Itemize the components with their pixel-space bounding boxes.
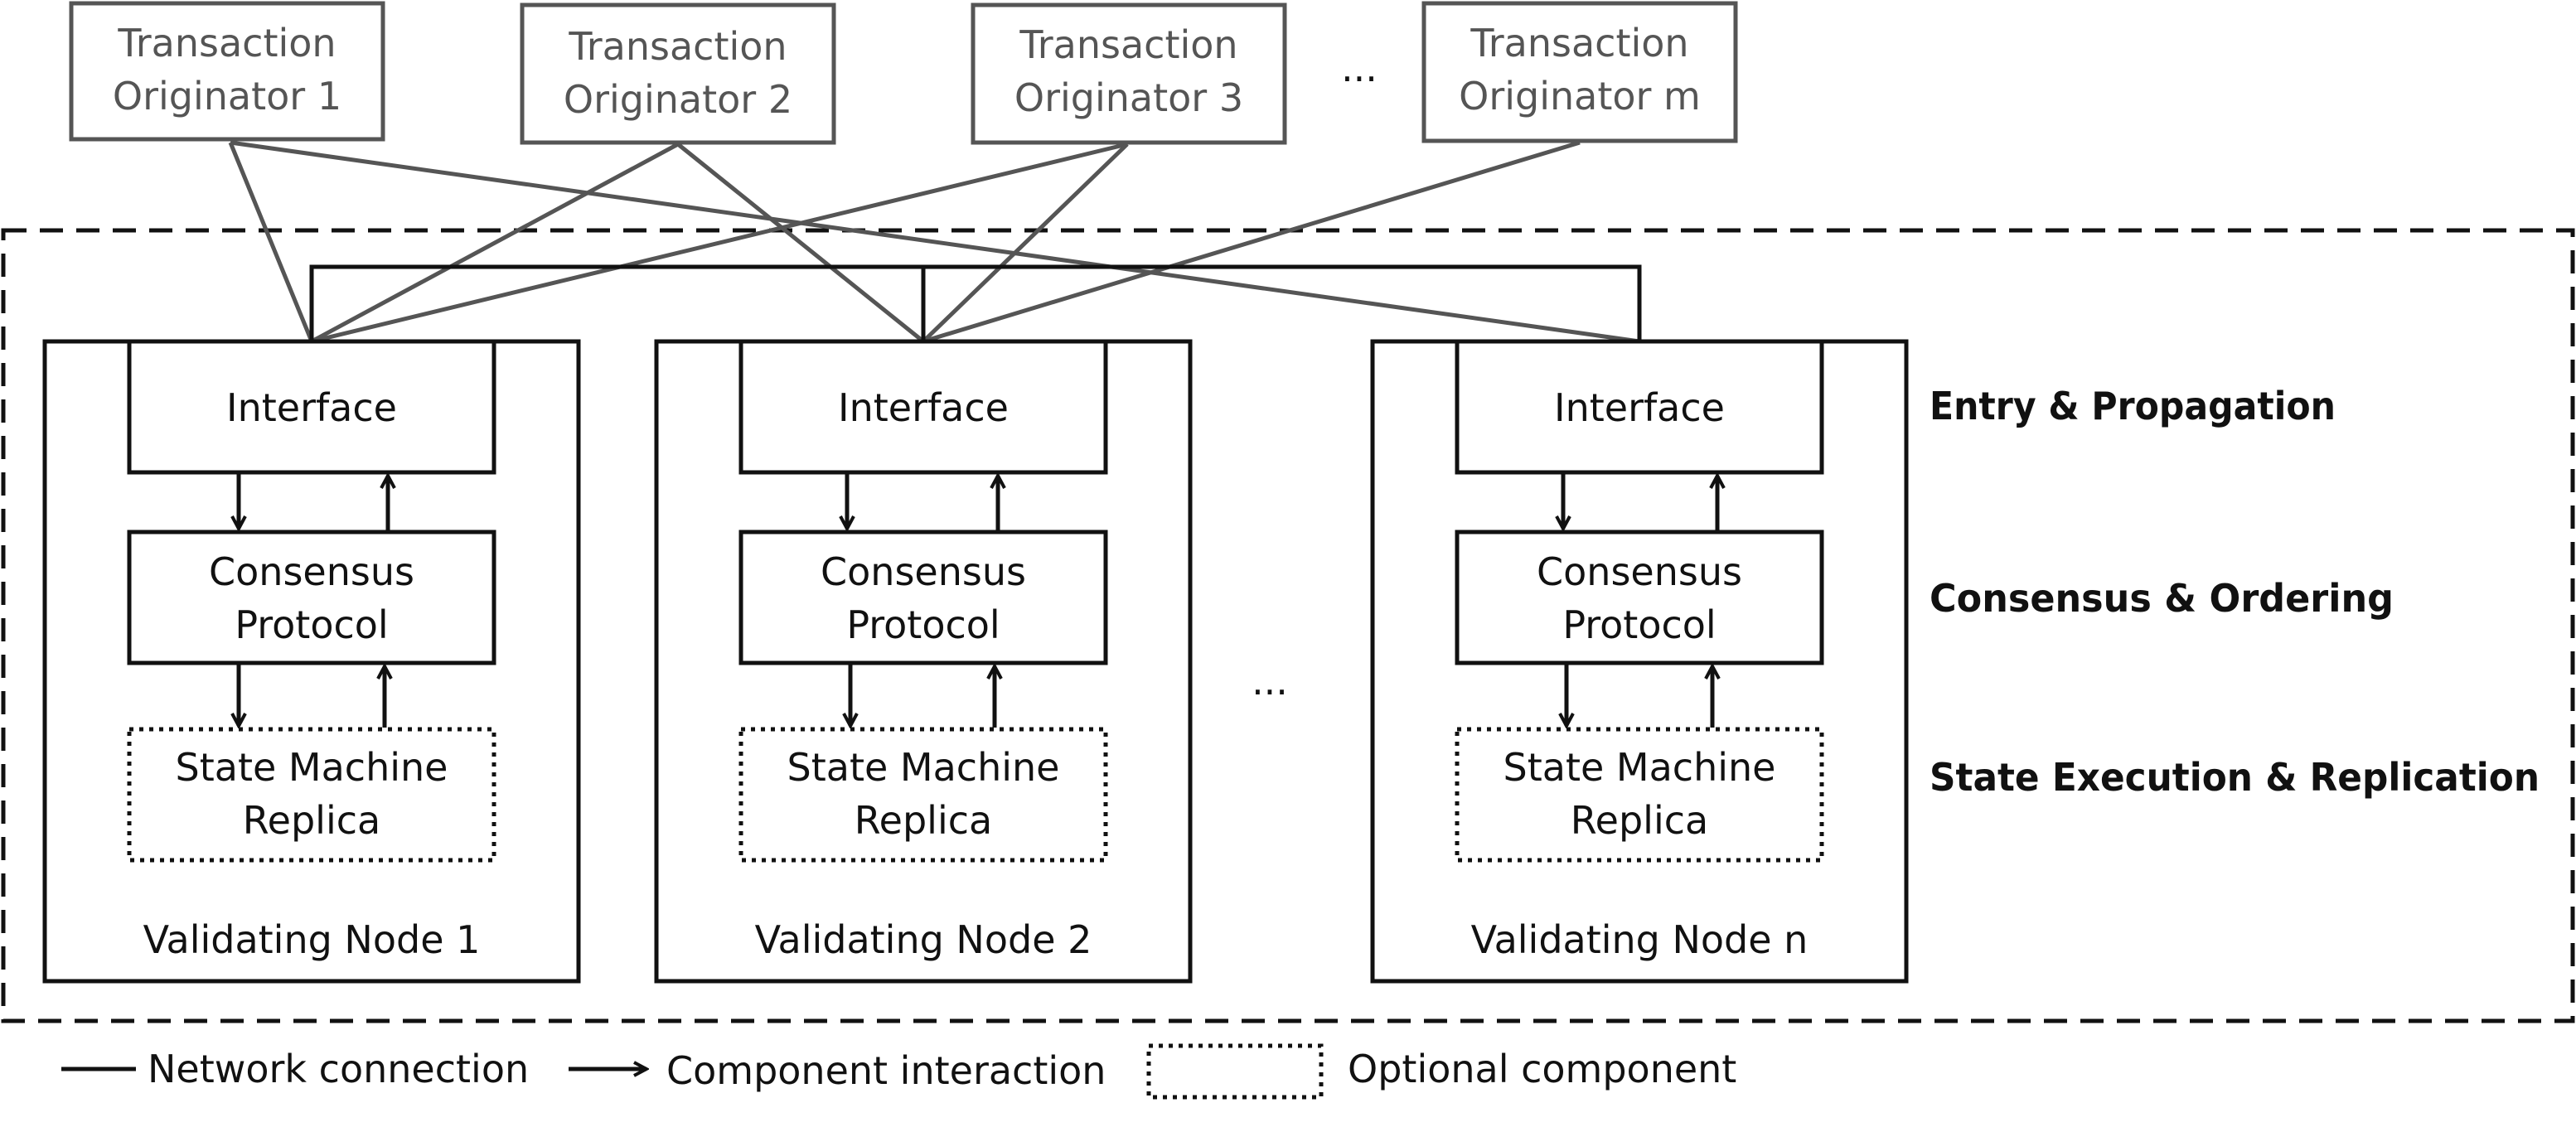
- originator-ellipsis: ...: [1341, 46, 1378, 90]
- consensus-label-line1: Consensus: [1537, 549, 1742, 594]
- connection-o1-n3: [230, 140, 1640, 344]
- state-machine-replica-box: [1455, 727, 1824, 863]
- validating-node-2: Interface Consensus Protocol State Machi…: [654, 339, 1193, 984]
- originator-box: [971, 2, 1287, 145]
- connection-o3-n2: [922, 143, 1129, 343]
- connection-o1-n1: [228, 142, 314, 342]
- state-machine-replica-box: [738, 727, 1108, 863]
- interface-box: [1455, 339, 1824, 475]
- transaction-originator-3: Transaction Originator 3: [971, 2, 1287, 145]
- consensus-protocol-box: [127, 530, 496, 665]
- connection-o2-n1: [310, 142, 680, 344]
- interface-label: Interface: [838, 385, 1009, 430]
- originator-connections: [228, 140, 1640, 344]
- node-label: Validating Node 2: [755, 917, 1092, 962]
- validating-node-1: Interface Consensus Protocol State Machi…: [42, 339, 581, 984]
- legend: Network connection Component interaction…: [61, 1043, 1736, 1100]
- consensus-label-line1: Consensus: [821, 549, 1026, 594]
- originator-label-line1: Transaction: [1019, 22, 1237, 67]
- connection-om-n2: [922, 140, 1581, 344]
- transaction-originator-1: Transaction Originator 1: [69, 1, 385, 142]
- consensus-label-line2: Protocol: [235, 602, 388, 647]
- legend-optional-box: [1146, 1043, 1324, 1100]
- layer-label-consensus: Consensus & Ordering: [1930, 576, 2394, 621]
- originator-box: [520, 2, 836, 145]
- state-label-line1: State Machine: [787, 745, 1060, 790]
- transaction-originator-m: Transaction Originator m: [1421, 1, 1738, 143]
- consensus-protocol-box: [1455, 530, 1824, 665]
- layer-label-state: State Execution & Replication: [1930, 755, 2540, 800]
- validating-node-n: Interface Consensus Protocol State Machi…: [1370, 339, 1909, 984]
- interface-label: Interface: [1554, 385, 1725, 430]
- legend-network-label: Network connection: [148, 1047, 529, 1091]
- originator-label-line2: Originator 3: [1014, 75, 1243, 120]
- state-machine-replica-box: [127, 727, 496, 863]
- consensus-label-line1: Consensus: [209, 549, 414, 594]
- state-label-line1: State Machine: [176, 745, 448, 790]
- consensus-label-line2: Protocol: [846, 602, 1000, 647]
- state-label-line1: State Machine: [1503, 745, 1776, 790]
- originator-label-line1: Transaction: [568, 24, 787, 69]
- connection-o3-n1: [311, 142, 1128, 344]
- node-backbone-connection: [309, 264, 1642, 341]
- state-label-line2: Replica: [1571, 798, 1708, 843]
- consensus-label-line2: Protocol: [1562, 602, 1716, 647]
- interface-box: [738, 339, 1108, 475]
- originator-label-line2: Originator m: [1459, 74, 1701, 119]
- consensus-protocol-box: [738, 530, 1108, 665]
- layer-label-entry: Entry & Propagation: [1930, 384, 2336, 428]
- interface-label: Interface: [226, 385, 397, 430]
- legend-interaction-label: Component interaction: [666, 1048, 1106, 1093]
- node-label: Validating Node n: [1471, 917, 1809, 962]
- originator-label-line1: Transaction: [1470, 21, 1688, 65]
- legend-optional-label: Optional component: [1348, 1047, 1736, 1091]
- state-label-line2: Replica: [855, 798, 992, 843]
- node-ellipsis: ...: [1252, 659, 1288, 704]
- transaction-originator-2: Transaction Originator 2: [520, 2, 836, 145]
- connection-o2-n2: [676, 143, 925, 343]
- interface-box: [127, 339, 496, 475]
- originator-label-line2: Originator 2: [564, 77, 792, 122]
- state-label-line2: Replica: [243, 798, 380, 843]
- originator-label-line2: Originator 1: [113, 74, 341, 119]
- node-label: Validating Node 1: [143, 917, 481, 962]
- originator-box: [1421, 1, 1738, 143]
- originator-box: [69, 1, 385, 142]
- originator-label-line1: Transaction: [117, 21, 336, 65]
